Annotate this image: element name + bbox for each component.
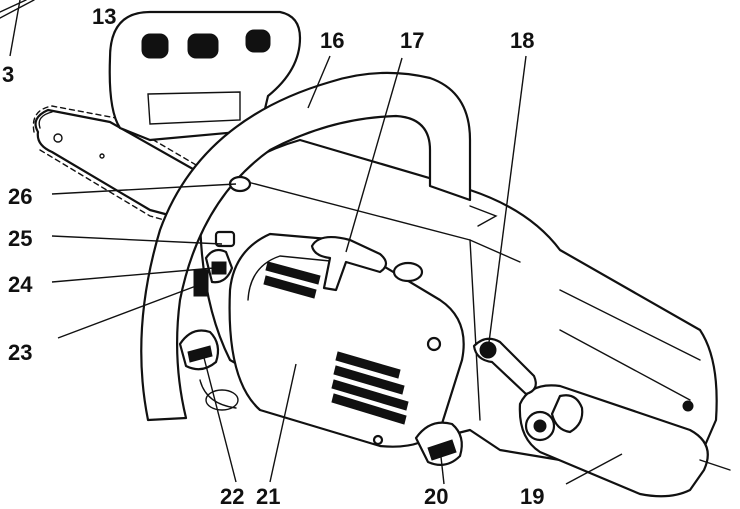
leader-25	[51, 235, 223, 245]
leader-22	[201, 349, 237, 483]
leader-24	[51, 267, 215, 283]
starter-handle	[310, 235, 424, 292]
leader-16	[307, 55, 331, 109]
callout-23: 23	[8, 340, 32, 365]
callout-22: 22	[220, 484, 244, 509]
fuel-cap	[414, 421, 463, 467]
leader-lines	[9, 0, 623, 485]
leader-19	[565, 453, 623, 485]
callout-19: 19	[520, 484, 544, 509]
callout-16: 16	[320, 28, 344, 53]
callout-17: 17	[400, 28, 424, 53]
sprocket-cover	[199, 379, 239, 411]
callout-20: 20	[424, 484, 448, 509]
callout-26: 26	[8, 184, 32, 209]
choke-and-switch	[193, 230, 236, 297]
callout-25: 25	[8, 226, 32, 251]
starter-cover	[228, 232, 465, 448]
callout-3: 3	[2, 62, 14, 87]
leader-23	[57, 285, 197, 339]
rear-handle	[518, 384, 731, 498]
vent-grille	[263, 261, 409, 425]
callout-24: 24	[8, 272, 33, 297]
saw-chain	[32, 105, 233, 187]
callout-18: 18	[510, 28, 534, 53]
callout-13: 13	[92, 4, 116, 29]
leader-3	[9, 0, 21, 57]
leader-21	[269, 363, 297, 483]
oil-cap	[178, 329, 220, 371]
leader-20	[439, 447, 445, 485]
front-hand-guard	[108, 10, 302, 142]
corner-fragment	[0, 0, 35, 19]
callout-numbers: 3 13 16 17 18 19 20 21 22 23 24 25 26	[2, 4, 544, 509]
leader-18	[487, 55, 527, 351]
leader-17	[345, 57, 403, 253]
callout-21: 21	[256, 484, 280, 509]
leader-26	[51, 183, 237, 195]
